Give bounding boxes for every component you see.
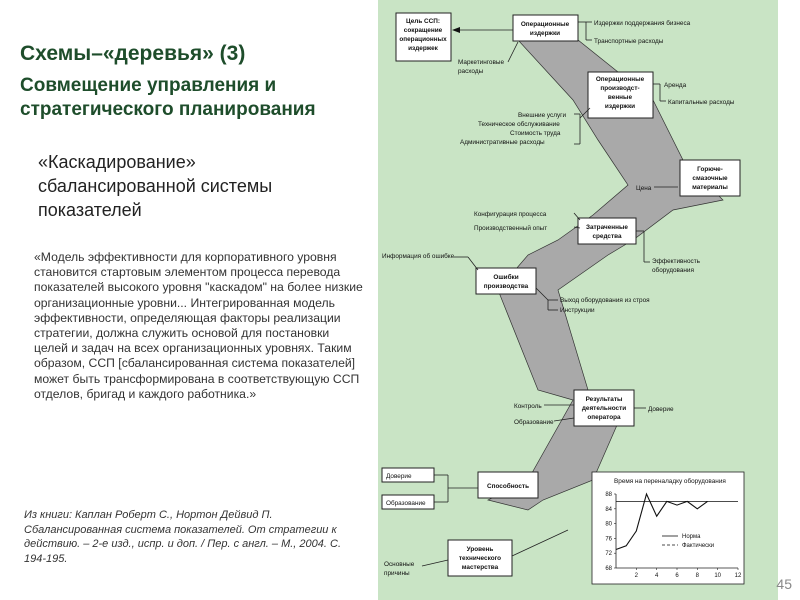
- slide-title: Схемы–«деревья» (3): [20, 42, 246, 65]
- quote-text: «Модель эффективности для корпоративного…: [34, 250, 363, 401]
- label-ext-services: Внешние услуги: [518, 112, 566, 119]
- text-panel: Схемы–«деревья» (3) Совмещение управлени…: [0, 0, 380, 600]
- connector: [511, 529, 569, 557]
- goal-line-1: Цель ССП:: [406, 18, 440, 25]
- label-error-info: Информация об ошибке: [382, 252, 455, 260]
- connector: [507, 41, 519, 63]
- connector: [553, 417, 575, 422]
- connector: [421, 559, 449, 567]
- label-trust-2: Доверие: [386, 473, 412, 480]
- label-business-support: Издержки поддержания бизнеса: [594, 19, 691, 27]
- label-marketing-l1: Маркетинговые: [458, 59, 504, 66]
- label-labor-cost: Стоимость труда: [510, 130, 561, 137]
- legend-label-0: Норма: [682, 534, 701, 540]
- label-equipment-out: Выход оборудования из строя: [560, 296, 650, 304]
- connector: [467, 256, 479, 271]
- label-efficiency-l1: Эффективность: [652, 258, 701, 265]
- box-ability-l1: Способность: [487, 482, 529, 490]
- box-operating-costs: [512, 14, 579, 42]
- goal-arrowhead: [452, 27, 460, 33]
- box-operating-costs-l2: издержки: [530, 30, 560, 37]
- connector: [579, 107, 591, 119]
- label-control: Контроль: [514, 403, 542, 410]
- connector: [573, 226, 581, 229]
- cascade-band: [486, 39, 724, 511]
- goal-line-2: сокращение: [404, 27, 443, 34]
- goal-line-4: издержек: [408, 45, 439, 52]
- box-production-costs-l4: издержки: [605, 103, 635, 110]
- label-transport: Транспортные расходы: [594, 38, 664, 45]
- box-fuel-l3: материалы: [692, 184, 728, 191]
- box-skill: [447, 539, 513, 577]
- legend-label-1: Фактически: [682, 543, 714, 549]
- inset-chart-panel: [591, 471, 745, 585]
- box-operator-results-l1: Результаты: [586, 396, 623, 403]
- label-price: Цена: [636, 185, 652, 192]
- label-config: Конфигурация процесса: [474, 211, 547, 218]
- label-marketing-l2: расходы: [458, 68, 484, 75]
- x-tick-label: 10: [714, 573, 721, 579]
- goal-box: [395, 12, 452, 62]
- connector: [535, 287, 549, 301]
- x-tick-label: 6: [675, 573, 679, 579]
- box-errors: [475, 267, 537, 295]
- box-skill-l1: Уровень: [467, 546, 494, 553]
- label-efficiency-l2: оборудования: [652, 266, 694, 274]
- y-tick-label: 84: [605, 507, 612, 513]
- box-fuel-l2: смазочные: [692, 175, 728, 182]
- connector: [573, 212, 581, 221]
- y-tick-label: 76: [605, 536, 612, 542]
- label-prod-experience: Производственный опыт: [474, 224, 547, 232]
- x-tick-label: 4: [655, 573, 659, 579]
- slide-subtitle: Совмещение управления и стратегического …: [20, 75, 316, 120]
- box-production-costs-l3: венные: [608, 94, 633, 101]
- label-other-reasons-l2: причины: [384, 570, 410, 577]
- y-tick-label: 72: [605, 551, 612, 557]
- y-tick-label: 68: [605, 566, 612, 572]
- page-number: 45: [776, 576, 792, 592]
- y-tick-label: 80: [605, 522, 612, 528]
- box-production-costs-l2: производст-: [600, 85, 639, 92]
- box-ability: [477, 471, 539, 499]
- goal-line-3: операционных: [399, 36, 447, 43]
- label-rent: Аренда: [664, 82, 687, 89]
- label-capex: Капитальные расходы: [668, 99, 735, 106]
- label-maintenance: Техническое обслуживание: [478, 120, 560, 128]
- x-tick-label: 2: [635, 573, 639, 579]
- source-citation: Из книги: Каплан Роберт С., Нортон Дейви…: [24, 509, 342, 565]
- box-operating-costs-l1: Операционные: [521, 21, 570, 28]
- y-tick-label: 88: [605, 492, 612, 498]
- box-errors-l1: Ошибки: [493, 273, 518, 281]
- x-tick-label: 12: [735, 573, 742, 579]
- cascade-diagram-svg: Цель ССП: сокращение операционных издерж…: [381, 12, 745, 585]
- label-education-2: Образование: [386, 499, 426, 507]
- box-errors-l2: производства: [484, 283, 529, 290]
- label-trust-1: Доверие: [648, 406, 674, 413]
- box-operator-results-l2: деятельности: [582, 405, 626, 412]
- series-line-actual: [615, 492, 708, 551]
- label-education-1: Образование: [514, 418, 554, 426]
- inset-chart-title: Время на переналадку оборудования: [614, 477, 726, 485]
- box-skill-l2: технического: [459, 555, 501, 562]
- box-fuel-l1: Горюче-: [697, 166, 723, 173]
- label-other-reasons-l1: Основные: [384, 561, 415, 568]
- box-time-spent-l1: Затраченные: [586, 224, 628, 231]
- box-operator-results: [573, 389, 635, 427]
- box-operator-results-l3: оператора: [587, 414, 621, 421]
- topic-heading: «Каскадирование» сбалансированной систем…: [38, 152, 273, 220]
- box-production-costs-l1: Операционные: [596, 76, 645, 83]
- x-tick-label: 8: [696, 573, 700, 579]
- label-admin: Административные расходы: [460, 139, 545, 146]
- box-time-spent: [577, 217, 637, 245]
- label-instructions: Инструкции: [560, 307, 595, 314]
- box-time-spent-l2: средства: [592, 233, 622, 240]
- box-skill-l3: мастерства: [462, 564, 499, 571]
- box-fuel: [679, 159, 741, 197]
- cascade-diagram: Цель ССП: сокращение операционных издерж…: [378, 0, 778, 600]
- box-production-costs: [587, 71, 654, 119]
